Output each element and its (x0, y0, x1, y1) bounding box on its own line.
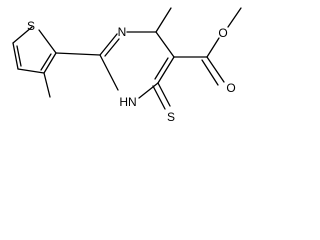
bond-c2p-n-top-double (104, 38, 120, 57)
bond-carbonyl-o-ester (206, 37, 220, 58)
bond-c3-methyl (43, 72, 51, 98)
bond-c5-c6 (157, 56, 175, 84)
bond-carbonyl-o-double-a (206, 56, 225, 83)
bond-o-methyl (227, 7, 242, 28)
atom-labels: S N HN O O S (27, 19, 236, 124)
atom-sulfur-ring: S (27, 19, 35, 33)
bond-c4-c3 (17, 68, 45, 74)
bond-c4-c5 (155, 31, 175, 58)
bond-s-c5 (12, 26, 33, 44)
bond-c2-s (38, 29, 57, 54)
chemical-structure-diagram: S N HN O O S (12, 7, 242, 124)
atom-oxygen-carbonyl: O (226, 81, 235, 95)
bond-thiophene-pyrimidine (55, 52, 101, 56)
bond-c5-c4-double (16, 45, 22, 67)
bond-carbonyl-o-double-b (201, 59, 219, 86)
bond-c3-c2 (43, 52, 57, 74)
atom-nitrogen-top: N (118, 25, 127, 39)
atom-oxygen-ester: O (218, 26, 227, 40)
bond-c6-nh (138, 82, 159, 99)
bond-c6-thione-a (157, 82, 171, 107)
bond-nh-c2p (99, 54, 119, 91)
bond-c5-c6-double (154, 57, 169, 80)
bond-c3-c2-double (40, 53, 52, 71)
bond-c5-c4 (12, 42, 19, 70)
bond-c4-methyl (155, 7, 172, 33)
atom-nitrogen-amine: HN (119, 95, 136, 109)
atom-sulfur-thione: S (167, 110, 175, 124)
bond-c2p-n-top (99, 33, 118, 56)
bond-c6-thione-b (152, 85, 166, 110)
bonds (12, 7, 242, 110)
